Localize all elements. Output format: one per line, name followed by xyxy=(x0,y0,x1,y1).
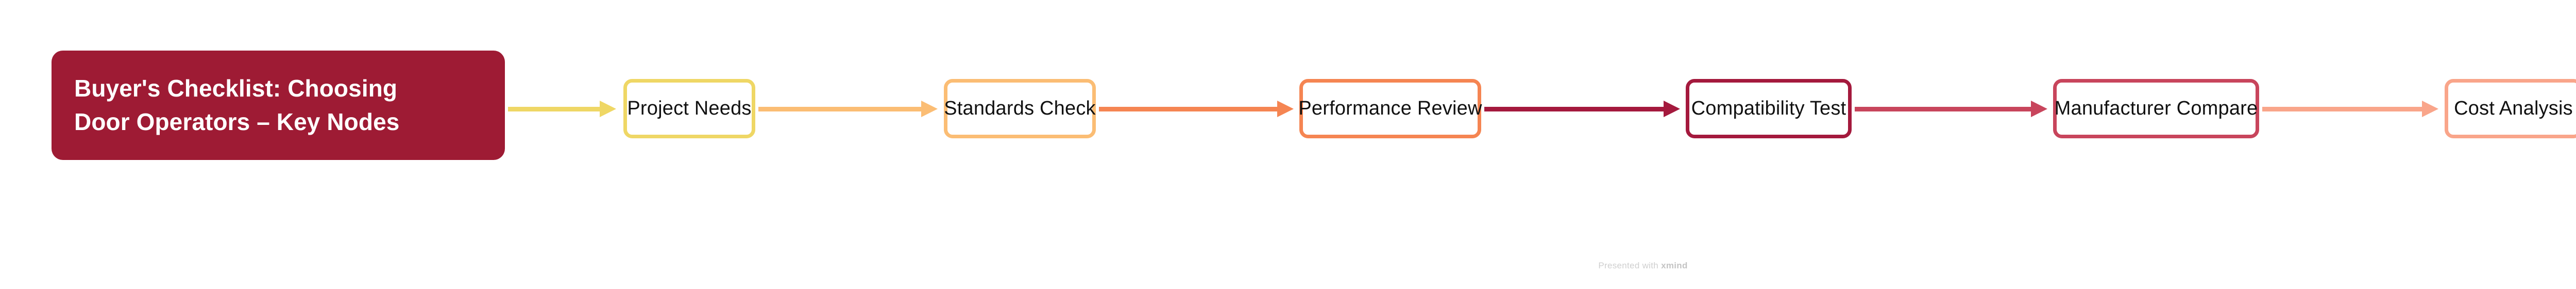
arrow-head-icon xyxy=(1277,101,1294,117)
connector-arrow-6 xyxy=(2262,101,2438,117)
arrow-head-icon xyxy=(600,101,616,117)
arrow-head-icon xyxy=(921,101,938,117)
arrow-shaft xyxy=(1099,107,1278,111)
arrow-shaft xyxy=(758,107,922,111)
connector-arrow-2 xyxy=(758,101,938,117)
flow-node-label: Cost Analysis xyxy=(2454,98,2573,119)
arrow-shaft xyxy=(1855,107,2032,111)
connector-arrow-4 xyxy=(1484,101,1680,117)
flow-node-label: Manufacturer Compare xyxy=(2054,98,2258,119)
arrow-head-icon xyxy=(1664,101,1680,117)
footer-prefix: Presented with xyxy=(1598,261,1662,270)
flow-node-3[interactable]: Performance Review xyxy=(1298,79,1482,138)
flow-node-label: Performance Review xyxy=(1298,98,1482,119)
arrow-shaft xyxy=(2262,107,2423,111)
flow-node-2[interactable]: Standards Check xyxy=(944,79,1096,138)
arrow-head-icon xyxy=(2422,101,2438,117)
flow-node-1[interactable]: Project Needs xyxy=(623,79,755,138)
root-node-title-line-1: Buyer's Checklist: Choosing xyxy=(74,74,398,102)
root-node-title-line-2: Door Operators – Key Nodes xyxy=(74,108,400,135)
flow-node-5[interactable]: Manufacturer Compare xyxy=(2053,79,2259,138)
arrow-shaft xyxy=(1484,107,1665,111)
arrow-shaft xyxy=(508,107,601,111)
connector-arrow-5 xyxy=(1855,101,2047,117)
flow-node-4[interactable]: Compatibility Test xyxy=(1686,79,1852,138)
flow-node-label: Standards Check xyxy=(944,98,1096,119)
root-node[interactable]: Buyer's Checklist: Choosing Door Operato… xyxy=(52,51,505,160)
flow-node-6[interactable]: Cost Analysis xyxy=(2445,79,2576,138)
connector-arrow-1 xyxy=(508,101,616,117)
flow-node-label: Project Needs xyxy=(627,98,752,119)
footer-brand: xmind xyxy=(1661,261,1688,270)
connector-arrow-3 xyxy=(1099,101,1294,117)
arrow-head-icon xyxy=(2031,101,2047,117)
footer-watermark: Presented with xmind xyxy=(0,261,2576,271)
flow-node-label: Compatibility Test xyxy=(1691,98,1846,119)
